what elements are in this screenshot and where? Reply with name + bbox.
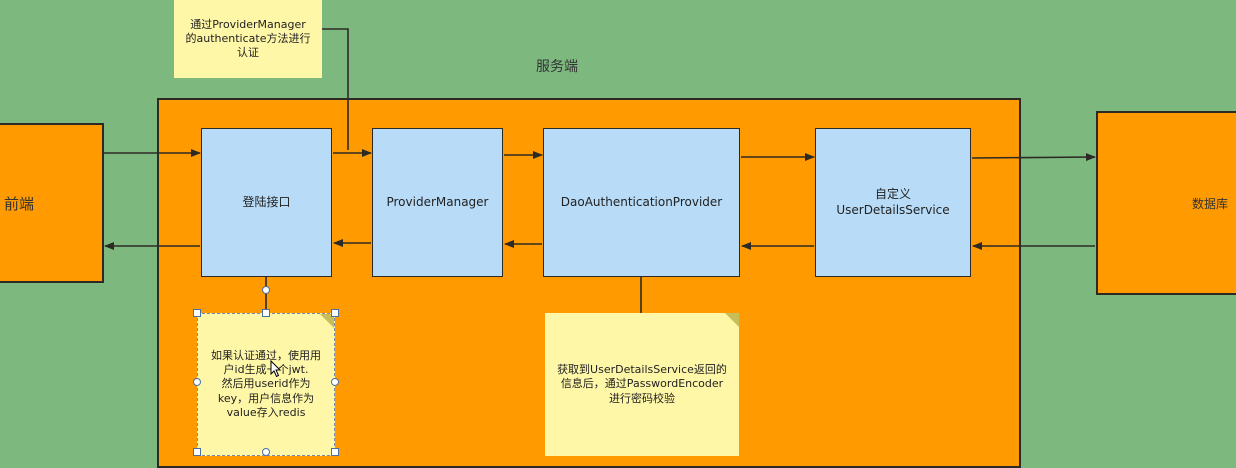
resize-handle-top-left[interactable]	[193, 309, 201, 317]
dao-authentication-provider-box[interactable]: DaoAuthenticationProvider	[543, 128, 740, 277]
resize-handle-bottom-right[interactable]	[331, 448, 339, 456]
encoder-note-text: 获取到UserDetailsService返回的 信息后，通过PasswordE…	[557, 363, 727, 405]
provider-manager-label: ProviderManager	[386, 194, 489, 209]
top-note-connector	[322, 28, 349, 150]
arrow-uds-to-database	[971, 153, 1096, 162]
resize-handle-bottom-left[interactable]	[193, 448, 201, 456]
login-endpoint-box[interactable]: 登陆接口	[201, 128, 332, 277]
frontend-block[interactable]: 前端	[0, 123, 104, 283]
database-block[interactable]: 数据库	[1096, 111, 1236, 295]
jwt-note-text: 如果认证通过，使用用 户id生成一个jwt. 然后用userid作为 key，用…	[211, 348, 321, 419]
top-note[interactable]: 通过ProviderManager 的authenticate方法进行 认证	[174, 0, 322, 78]
login-endpoint-label: 登陆接口	[242, 194, 291, 209]
user-details-service-label: 自定义 UserDetailsService	[836, 186, 950, 217]
top-note-text: 通过ProviderManager 的authenticate方法进行 认证	[185, 17, 311, 60]
resize-handle-bottom[interactable]	[262, 448, 270, 456]
frontend-label: 前端	[4, 194, 35, 213]
resize-handle-top[interactable]	[262, 309, 270, 317]
provider-manager-box[interactable]: ProviderManager	[372, 128, 503, 277]
mouse-cursor-icon	[270, 360, 282, 378]
jwt-note[interactable]: 如果认证通过，使用用 户id生成一个jwt. 然后用userid作为 key，用…	[197, 313, 335, 456]
server-title: 服务端	[536, 59, 578, 75]
resize-handle-top-right[interactable]	[331, 309, 339, 317]
rotate-handle[interactable]	[262, 286, 270, 294]
resize-handle-right[interactable]	[331, 378, 339, 386]
user-details-service-box[interactable]: 自定义 UserDetailsService	[815, 128, 971, 277]
database-label: 数据库	[1192, 196, 1229, 211]
encoder-note[interactable]: 获取到UserDetailsService返回的 信息后，通过PasswordE…	[545, 313, 739, 456]
resize-handle-left[interactable]	[193, 378, 201, 386]
dao-authentication-provider-label: DaoAuthenticationProvider	[560, 194, 723, 209]
connector-lines	[104, 28, 1096, 313]
